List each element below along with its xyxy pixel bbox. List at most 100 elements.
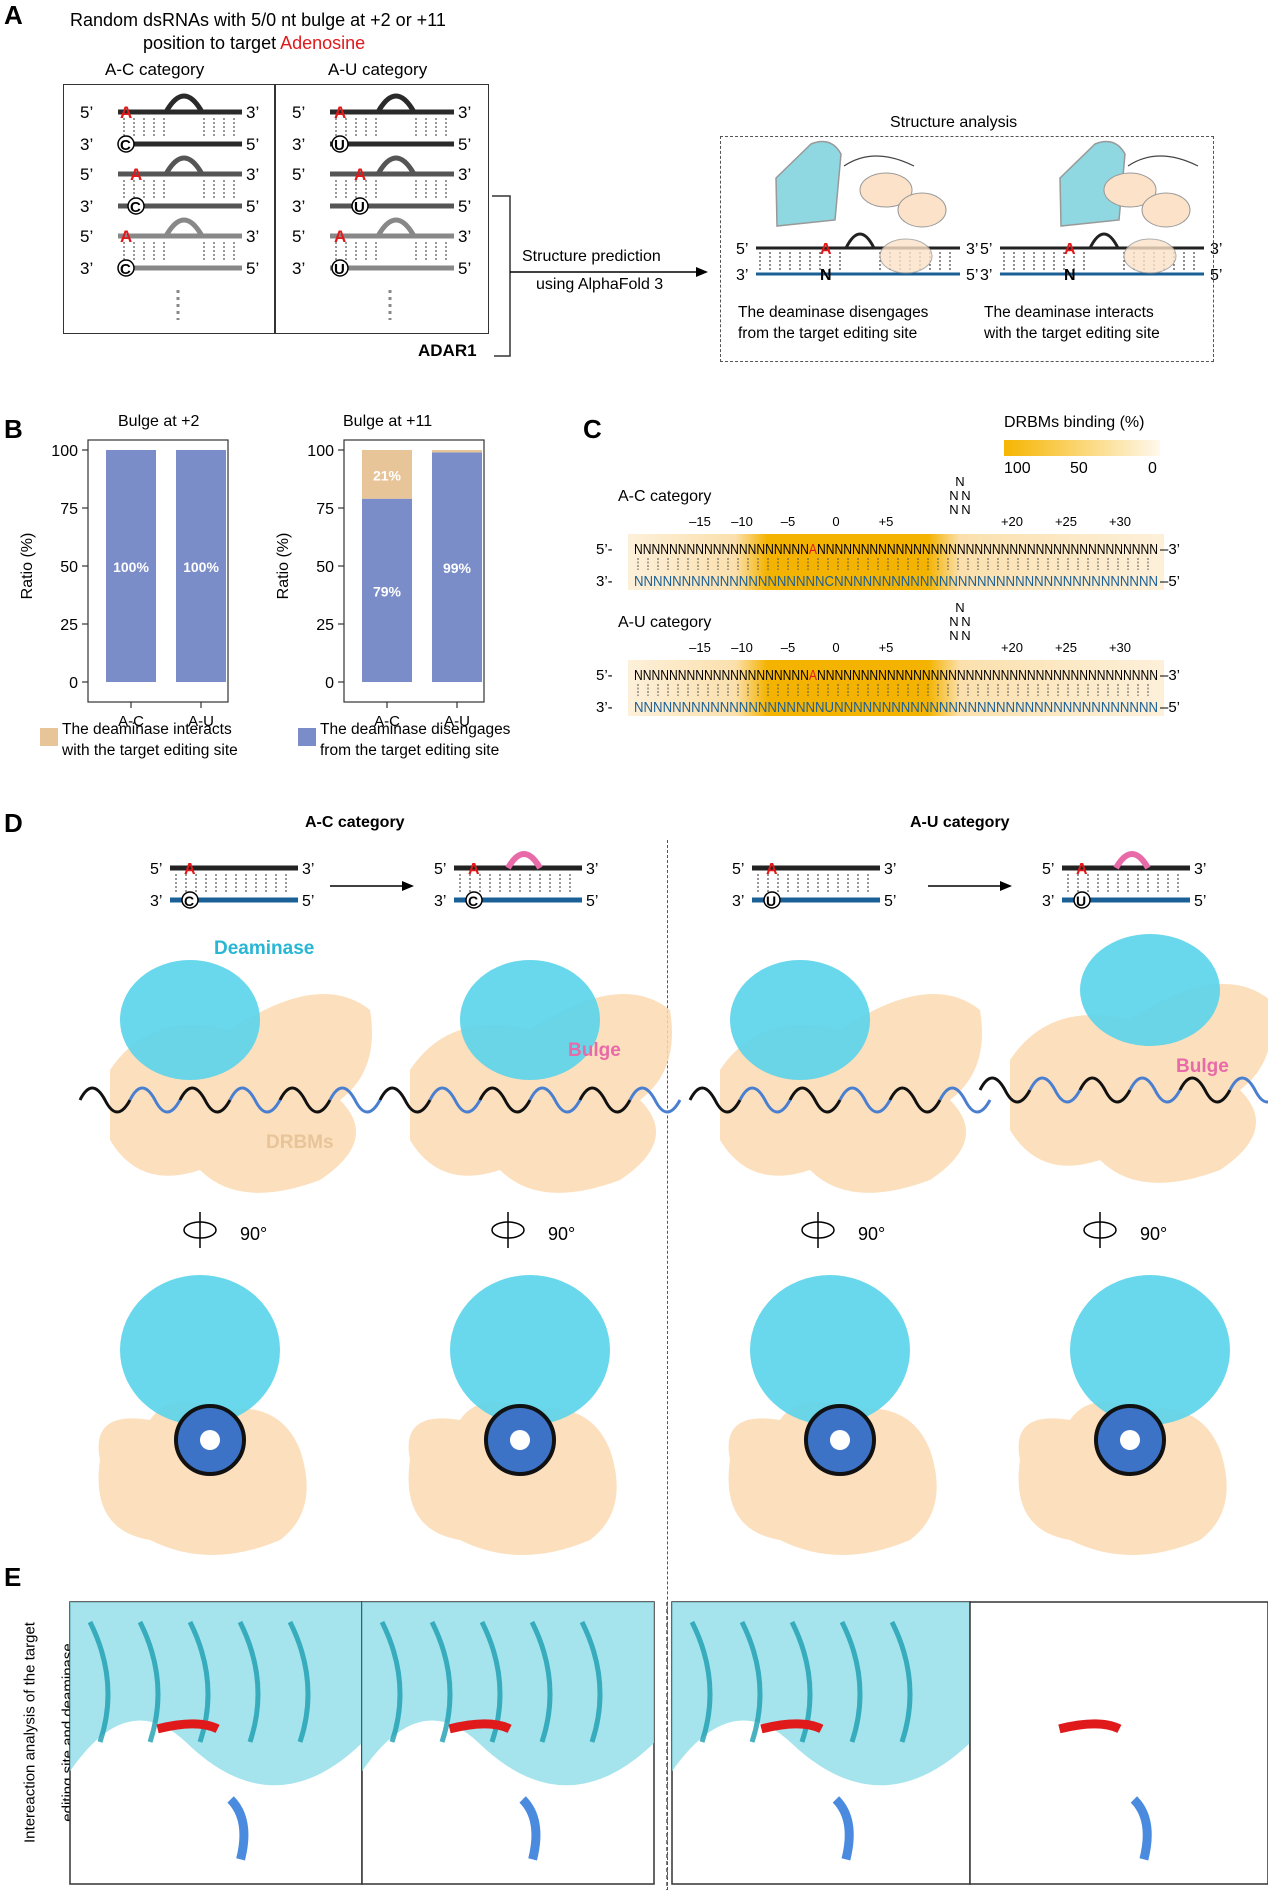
mismatch-base-circle [351, 197, 369, 215]
deaminase-surface [120, 960, 260, 1080]
rna-helix [478, 1086, 532, 1114]
strand-label-3prime: 3’ [434, 893, 446, 910]
drbm-blob [1123, 238, 1177, 274]
mismatch-base: C [120, 261, 131, 278]
transition-arrowhead [402, 881, 414, 891]
col-ac-label: A-C category [105, 60, 205, 79]
strand-label-5prime: 5’ [732, 861, 744, 878]
strand-label-3prime: 3’ [292, 259, 305, 278]
bulge-label-ac: Bulge [568, 1040, 621, 1061]
linker [1127, 155, 1199, 167]
target-adenosine: A [766, 861, 778, 878]
bulge-loop [844, 232, 876, 249]
rna-helix [1228, 1076, 1268, 1104]
d-au-title: A-U category [910, 814, 1010, 831]
target-nucleotide [448, 1719, 512, 1734]
drbm-binding-band [628, 534, 1164, 590]
protein-ribbon [579, 1620, 603, 1743]
mismatch-base: C [468, 893, 478, 909]
mismatch-base-circle [1073, 891, 1091, 909]
strand-label-3prime: 3’ [292, 197, 305, 216]
drbm-blob [879, 238, 933, 274]
bulge-loop [375, 155, 417, 176]
bulge-nucleotide: N [949, 488, 958, 503]
strand-label-5prime: 5’ [434, 861, 446, 878]
deaminase-surface [460, 960, 600, 1080]
bulge-loop [375, 217, 417, 238]
rna-helix [328, 1086, 382, 1114]
y-tick-label: 25 [316, 617, 334, 634]
top-strand-sequence: NNNNNNNNNNNNNNNNNNNNANNNNNNNNNNNNNNNNNNN… [634, 541, 1158, 558]
drbm-legend-bar [1004, 440, 1160, 456]
drbm-legend-tick-50: 50 [1070, 460, 1088, 477]
target-nucleotide [156, 1719, 220, 1734]
rna-end-view-core [1120, 1430, 1140, 1450]
deaminase-surface-closeup [70, 1602, 362, 1786]
bulge-nucleotide: N [949, 614, 958, 629]
arrow-top-label: Structure prediction [522, 248, 661, 265]
rotation-label-3: 90° [858, 1224, 886, 1244]
bulge-nucleotide: N [961, 502, 970, 517]
y-axis-label: Ratio (%) [275, 533, 292, 600]
position-label: –5 [781, 514, 795, 529]
y-tick-label: 100 [51, 443, 78, 460]
bulge-loop [163, 155, 205, 176]
protein-ribbon [529, 1620, 553, 1743]
strand-label-3prime: 3’ [458, 103, 471, 122]
drbm-surface [98, 1402, 307, 1555]
opposite-base: N [1064, 267, 1076, 284]
deaminase-surface [120, 1275, 280, 1425]
panel-letter-b: B [4, 414, 23, 444]
col-au-label: A-U category [328, 60, 428, 79]
partner-nucleotide [1130, 1796, 1152, 1861]
target-adenosine: A [820, 241, 832, 258]
protein-ribbon [137, 1620, 161, 1743]
protein-ribbon [287, 1620, 311, 1743]
rna-helix [688, 1086, 742, 1114]
strand-label-3prime: 3’ [586, 861, 598, 878]
bulge-nucleotide: N [955, 474, 964, 489]
strand-label-5prime: 5’ [80, 103, 93, 122]
mismatch-base: U [1076, 893, 1086, 909]
position-label: +20 [1001, 640, 1023, 655]
strand-label-5prime: 5’ [458, 135, 471, 154]
rotation-label-2: 90° [548, 1224, 576, 1244]
bulge-loop [1088, 232, 1120, 249]
bulge-nucleotide: N [949, 628, 958, 643]
mismatch-base-circle [117, 259, 135, 277]
rna-helix [888, 1086, 942, 1114]
y-tick-label: 25 [60, 617, 78, 634]
legend-swatch-interacts [40, 728, 58, 746]
mismatch-base: U [354, 199, 365, 216]
drbm-surface [408, 1402, 617, 1555]
legend-disengages-1: The deaminase disengages [320, 721, 511, 738]
protein-ribbon [429, 1620, 453, 1743]
drbm-surface [728, 1402, 937, 1555]
protein-ribbon [889, 1620, 913, 1743]
bar-value-label: 99% [443, 560, 472, 576]
strand-label-5prime: 5’ [980, 241, 992, 258]
rna-helix [528, 1086, 582, 1114]
library-divider [274, 84, 276, 334]
strand-end-label: –5’ [1160, 699, 1180, 716]
strand-end-label: 3’- [596, 573, 613, 590]
strand-label-3prime: 3’ [884, 861, 896, 878]
c-au-label: A-U category [618, 614, 712, 631]
bottom-strand-sequence: NNNNNNNNNNNNNNNNNNNNUNNNNNNNNNNNNNNNNNNN… [634, 699, 1158, 716]
right-caption-1: The deaminase interacts [984, 304, 1154, 321]
rna-helix [78, 1086, 132, 1114]
chart2-title: Bulge at +11 [343, 413, 433, 430]
bulge-loop [163, 93, 205, 114]
bar-segment [432, 450, 482, 453]
strand-end-label: 5’- [596, 667, 613, 684]
strand-label-5prime: 5’ [292, 165, 305, 184]
panel-letter-c: C [583, 414, 602, 444]
prediction-arrowhead [696, 267, 708, 277]
bulge-nucleotide: N [961, 628, 970, 643]
drbm-legend-title: DRBMs binding (%) [1004, 414, 1145, 431]
bar-value-label: 79% [373, 583, 402, 599]
mismatch-base-circle [331, 259, 349, 277]
strand-end-label: –3’ [1160, 667, 1180, 684]
